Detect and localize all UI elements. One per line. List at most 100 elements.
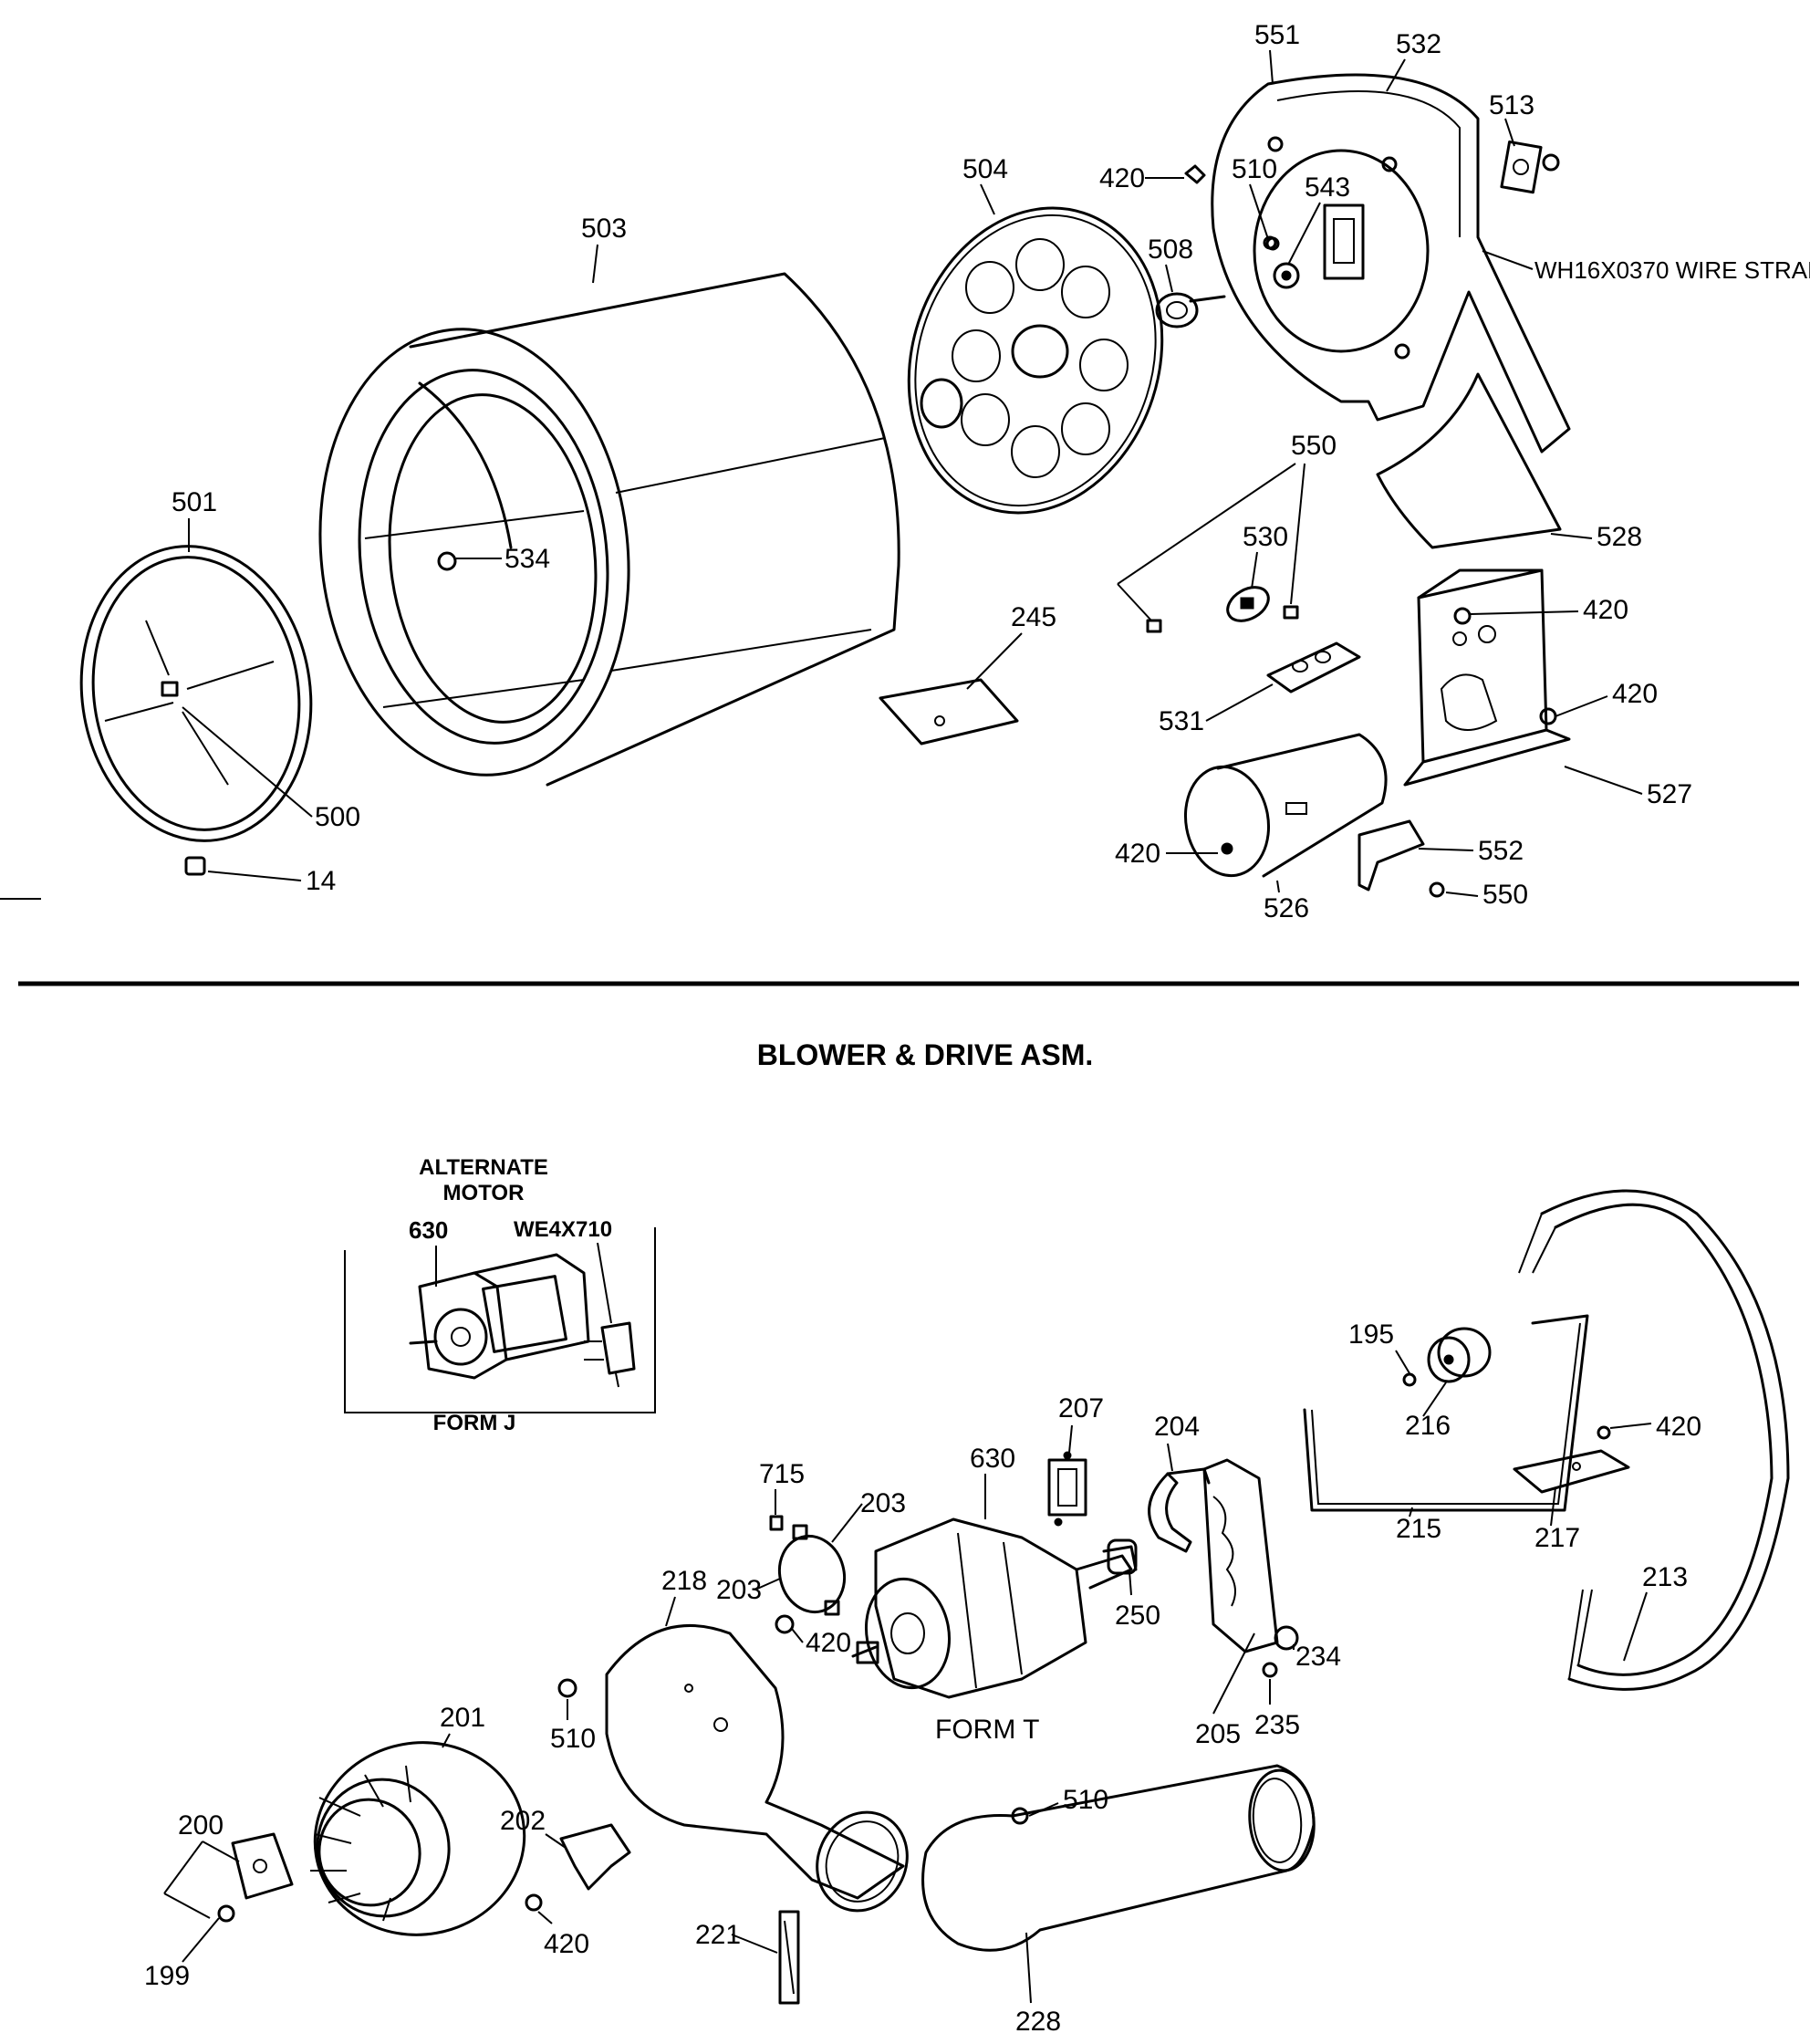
label-203-a: 203 — [860, 1488, 906, 1518]
alternate-motor-harness — [584, 1321, 636, 1388]
label-204: 204 — [1154, 1412, 1200, 1442]
part-501-rear-seal-ring — [79, 545, 313, 842]
label-551: 551 — [1254, 20, 1300, 50]
section-title: BLOWER & DRIVE ASM. — [757, 1038, 1094, 1071]
label-504: 504 — [962, 154, 1008, 184]
wire-strap-label: WH16X0370 WIRE STRAP — [1534, 256, 1810, 284]
label-630: 630 — [970, 1444, 1015, 1474]
screw-420-blower — [525, 1893, 543, 1912]
screw-420-motor — [775, 1614, 795, 1634]
part-201-blower-wheel — [310, 1741, 526, 1936]
part-504-drum-rear-plate — [907, 206, 1164, 515]
part-200-door-switch — [231, 1832, 294, 1900]
part-217-idler-bracket — [1513, 1449, 1630, 1494]
label-503: 503 — [581, 214, 627, 244]
label-245: 245 — [1011, 602, 1056, 632]
screw-510-housing — [557, 1678, 577, 1698]
label-510: 510 — [1232, 154, 1277, 184]
label-235: 235 — [1254, 1710, 1300, 1740]
part-203-motor-mount-ring — [777, 1524, 847, 1616]
label-195: 195 — [1348, 1319, 1394, 1350]
label-531: 531 — [1159, 706, 1204, 736]
label-202: 202 — [500, 1806, 546, 1836]
inset-form-label: FORM J — [433, 1411, 516, 1435]
screw-195 — [1402, 1372, 1417, 1387]
label-513: 513 — [1489, 90, 1534, 120]
label-500: 500 — [315, 802, 360, 832]
label-420-g: 420 — [544, 1929, 589, 1959]
label-550-b: 550 — [1482, 880, 1528, 910]
screw-510-duct — [1011, 1807, 1029, 1825]
label-250: 250 — [1115, 1601, 1160, 1631]
label-510-c: 510 — [1063, 1785, 1108, 1815]
label-420-e: 420 — [1656, 1412, 1701, 1442]
part-218-blower-housing — [605, 1623, 909, 1913]
label-217: 217 — [1534, 1523, 1580, 1553]
label-200: 200 — [178, 1810, 224, 1841]
part-528-duct-cover — [1376, 372, 1562, 549]
part-216-idler-pulley — [1427, 1327, 1492, 1383]
label-420-a: 420 — [1099, 163, 1145, 193]
part-531-sensor-bracket — [1266, 641, 1361, 694]
screw-420-top-a — [1184, 164, 1206, 184]
part-503-drum — [318, 272, 900, 787]
leaders-top — [182, 49, 1643, 897]
screw-550-b — [1429, 881, 1445, 898]
label-528: 528 — [1597, 522, 1642, 552]
part-527-heater-box — [1403, 568, 1571, 787]
label-532: 532 — [1396, 29, 1441, 59]
screw-420-belt — [1597, 1425, 1611, 1440]
part-552-terminal-block — [1358, 819, 1425, 892]
label-14: 14 — [306, 866, 336, 896]
part-205-motor-mount-bracket — [1202, 1458, 1279, 1653]
part-630-drive-motor — [851, 1517, 1138, 1699]
label-216: 216 — [1405, 1411, 1451, 1441]
screw-510-top — [1263, 235, 1277, 250]
label-234: 234 — [1295, 1642, 1341, 1672]
part-213-drive-belt — [1518, 1189, 1790, 1691]
screw-235 — [1262, 1662, 1278, 1678]
label-526: 526 — [1264, 893, 1309, 923]
label-205: 205 — [1195, 1719, 1241, 1749]
label-550-a: 550 — [1291, 431, 1337, 461]
label-420-b: 420 — [1583, 595, 1628, 625]
label-201: 201 — [440, 1703, 485, 1733]
label-420-f: 420 — [806, 1628, 851, 1658]
label-215: 215 — [1396, 1514, 1441, 1544]
part-202-clamp — [559, 1823, 631, 1891]
part-228-exhaust-duct — [921, 1764, 1316, 1952]
part-204-motor-strap — [1148, 1467, 1211, 1553]
part-508-bearing — [1155, 292, 1226, 328]
part-513-thermostat-bracket — [1500, 140, 1560, 194]
label-213: 213 — [1642, 1562, 1688, 1592]
alternate-motor-inset: ALTERNATE MOTOR 630 WE4X710 FORM J — [344, 1155, 656, 1435]
label-527: 527 — [1647, 779, 1692, 809]
part-215-idler-arm — [1303, 1314, 1589, 1512]
part-526-heater-element-canister — [1183, 733, 1388, 878]
screw-534 — [437, 551, 457, 571]
inset-motor-part: 630 — [409, 1216, 448, 1244]
part-245-plate — [879, 678, 1019, 746]
label-199: 199 — [144, 1961, 190, 1991]
inset-title-line1: ALTERNATE — [419, 1155, 548, 1180]
label-228: 228 — [1015, 2007, 1061, 2037]
inset-title-line2: MOTOR — [443, 1181, 525, 1205]
label-510-b: 510 — [550, 1724, 596, 1754]
label-203-b: 203 — [716, 1575, 762, 1605]
label-715: 715 — [759, 1459, 805, 1489]
label-218: 218 — [661, 1566, 707, 1596]
label-420-c: 420 — [1612, 679, 1658, 709]
part-532-rear-panel-housing — [1211, 73, 1571, 454]
part-530-thermal-fuse — [1226, 586, 1270, 622]
screw-199 — [217, 1904, 235, 1923]
form-t-label: FORM T — [935, 1715, 1039, 1745]
screw-420-box-a — [1453, 607, 1472, 625]
label-543: 543 — [1305, 172, 1350, 203]
screw-715 — [769, 1515, 784, 1531]
label-501: 501 — [172, 487, 217, 517]
alternate-motor-body — [409, 1253, 590, 1380]
part-14-clip — [184, 856, 206, 876]
part-207-motor-switch — [1047, 1451, 1087, 1527]
label-552: 552 — [1478, 836, 1524, 866]
